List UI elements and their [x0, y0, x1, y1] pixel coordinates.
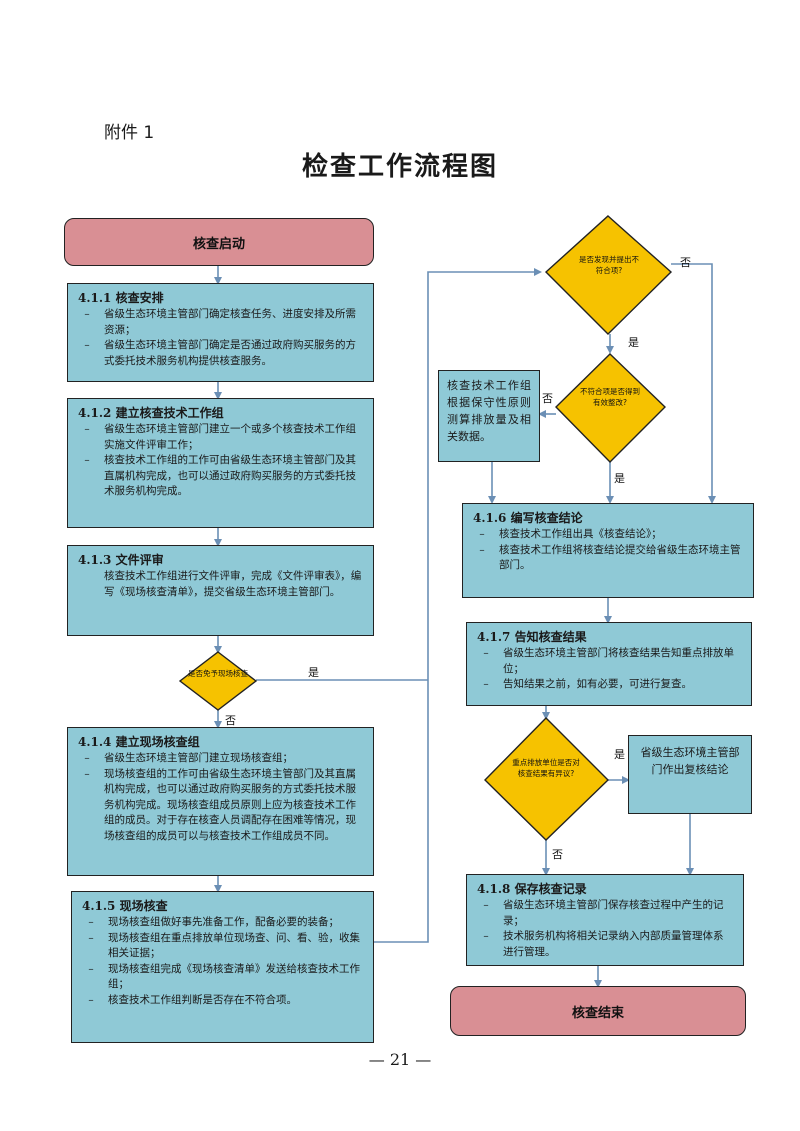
decision-exempt-text: 是否免予现场核查 [188, 669, 248, 678]
step-4-1-3-box: 4.1.3 文件评审 核查技术工作组进行文件评审，完成《文件评审表》，编写《现场… [67, 545, 374, 636]
edge-label-yes: 是 [308, 666, 319, 679]
list-item: –现场核查组的工作可由省级生态环境主管部门及其直属机构完成，也可以通过政府购买服… [84, 767, 356, 842]
step-4-1-4-box: 4.1.4 建立现场核查组 –省级生态环境主管部门建立现场核查组； –现场核查组… [67, 727, 374, 876]
decision-nonconformity-text: 是否发现并提出不符合项? [579, 255, 639, 275]
step-4-1-6-box: 4.1.6 编写核查结论 –核查技术工作组出具《核查结论》； –核查技术工作组将… [462, 503, 754, 598]
decision-exempt-diamond [178, 651, 258, 711]
list-item: –省级生态环境主管部门确定是否通过政府购买服务的方式委托技术服务机构提供核查服务… [84, 339, 356, 367]
review-text: 省级生态环境主管部门作出复核结论 [640, 746, 740, 776]
edge-label-no: 否 [680, 256, 691, 269]
list-item: –现场核查组做好事先准备工作，配备必要的装备； [88, 916, 339, 928]
step-4-1-8-box: 4.1.8 保存核查记录 –省级生态环境主管部门保存核查过程中产生的记录； –技… [466, 874, 744, 966]
end-label: 核查结束 [571, 1005, 624, 1021]
edge-label-no: 否 [552, 848, 563, 861]
edge-label-yes: 是 [614, 748, 625, 761]
step-4-1-2-box: 4.1.2 建立核查技术工作组 –省级生态环境主管部门建立一个或多个核查技术工作… [67, 398, 374, 528]
step-heading: 4.1.1 核查安排 [78, 291, 164, 305]
step-heading: 4.1.6 编写核查结论 [473, 511, 583, 525]
edge-label-yes: 是 [628, 336, 639, 349]
list-item: –技术服务机构将相关记录纳入内部质量管理体系进行管理。 [483, 930, 724, 958]
attachment-label: 附件 1 [104, 123, 155, 143]
list-item: –核查技术工作组将核查结论提交给省级生态环境主管部门。 [479, 543, 741, 572]
list-item: –省级生态环境主管部门将核查结果告知重点排放单位； [483, 647, 734, 675]
start-terminal: 核查启动 [64, 218, 374, 266]
page-title: 检查工作流程图 [301, 152, 498, 182]
start-label: 核查启动 [192, 236, 245, 252]
list-item: –省级生态环境主管部门建立一个或多个核查技术工作组实施文件评审工作； [84, 423, 356, 451]
edge-label-no: 否 [542, 392, 553, 405]
page-number: — 21 — [368, 1050, 432, 1069]
step-4-1-7-box: 4.1.7 告知核查结果 –省级生态环境主管部门将核查结果告知重点排放单位； –… [466, 622, 752, 706]
list-item: –告知结果之前，如有必要，可进行复查。 [483, 678, 692, 690]
step-4-1-1-box: 4.1.1 核查安排 –省级生态环境主管部门确定核查任务、进度安排及所需资源； … [67, 283, 374, 382]
list-item: –现场核查组完成《现场核查清单》发送给核查技术工作组； [88, 962, 360, 991]
list-item: –现场核查组在重点排放单位现场查、问、看、验，收集相关证据； [88, 931, 360, 960]
list-item: –核查技术工作组出具《核查结论》； [479, 528, 662, 540]
edge-label-yes: 是 [614, 472, 625, 485]
step-heading: 4.1.2 建立核查技术工作组 [78, 406, 224, 420]
step-heading: 4.1.4 建立现场核查组 [78, 735, 200, 749]
decision-objection-diamond [484, 717, 609, 841]
step-heading: 4.1.5 现场核查 [82, 899, 168, 913]
list-item: –核查技术工作组的工作可由省级生态环境主管部门及其直属机构完成，也可以通过政府购… [84, 454, 356, 497]
decision-rectified-diamond [555, 353, 666, 463]
step-heading: 4.1.3 文件评审 [78, 553, 164, 567]
list-item: –省级生态环境主管部门保存核查过程中产生的记录； [483, 899, 724, 927]
edge-415-to-d2 [374, 268, 542, 943]
step-heading: 4.1.7 告知核查结果 [477, 630, 587, 644]
list-item: –省级生态环境主管部门确定核查任务、进度安排及所需资源； [84, 308, 356, 336]
edge-label-no: 否 [225, 714, 236, 727]
edge-d2-no [671, 263, 716, 504]
list-item: –核查技术工作组判断是否存在不符合项。 [88, 993, 297, 1006]
step-4-1-5-box: 4.1.5 现场核查 –现场核查组做好事先准备工作，配备必要的装备； –现场核查… [71, 891, 374, 1043]
measure-text: 核查技术工作组根据保守性原则测算排放量及相关数据。 [447, 379, 531, 443]
measure-box: 核查技术工作组根据保守性原则测算排放量及相关数据。 [438, 370, 540, 462]
decision-objection-text: 重点排放单位是否对核查结果有异议? [512, 758, 580, 778]
review-box: 省级生态环境主管部门作出复核结论 [628, 735, 752, 814]
decision-rectified-text: 不符合项是否得到有效整改? [580, 387, 640, 407]
end-terminal: 核查结束 [450, 986, 746, 1036]
step-body: 核查技术工作组进行文件评审，完成《文件评审表》，编写《现场核查清单》，提交省级生… [104, 570, 362, 598]
decision-nonconformity-diamond [544, 215, 673, 335]
step-heading: 4.1.8 保存核查记录 [477, 882, 587, 896]
list-item: –省级生态环境主管部门建立现场核查组； [84, 752, 293, 764]
